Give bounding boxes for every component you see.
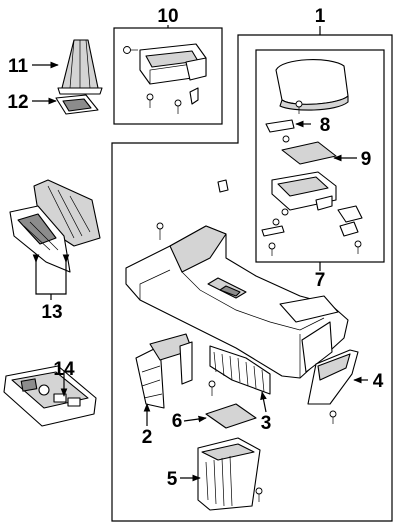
part-14-switch-panel bbox=[3, 365, 97, 427]
console-clip bbox=[217, 179, 229, 193]
callout-9: 9 bbox=[361, 149, 372, 170]
callout-3: 3 bbox=[261, 413, 272, 434]
part-2-bracket bbox=[135, 333, 193, 409]
grille-bolt bbox=[208, 380, 216, 396]
part-5-storage-box bbox=[197, 437, 263, 511]
part-10-storage-bin bbox=[123, 43, 207, 114]
callout-11: 11 bbox=[8, 56, 29, 77]
part-8-hinge bbox=[265, 119, 295, 143]
part-11-shift-boot bbox=[57, 39, 103, 95]
tray-bolt-3 bbox=[268, 242, 276, 256]
callout-1: 1 bbox=[315, 6, 326, 27]
callout-14: 14 bbox=[53, 359, 75, 380]
inner-bracket bbox=[337, 205, 363, 237]
part-9-pad bbox=[281, 141, 337, 165]
callout-2: 2 bbox=[142, 427, 153, 448]
bolt-10a bbox=[146, 93, 154, 108]
frame-assembly-1 bbox=[111, 34, 393, 522]
callout-8: 8 bbox=[320, 115, 331, 136]
inner-tray bbox=[271, 171, 337, 211]
callout-4: 4 bbox=[373, 371, 384, 392]
callout-numbers: 1 10 11 12 8 9 7 13 14 4 6 3 2 5 bbox=[7, 6, 383, 490]
box-bolt bbox=[255, 487, 263, 502]
armrest-lid bbox=[275, 59, 349, 111]
callout-13: 13 bbox=[41, 302, 62, 323]
callout-5: 5 bbox=[167, 469, 178, 490]
console-screw bbox=[156, 222, 164, 240]
part-12-tray bbox=[55, 94, 99, 115]
callout-7: 7 bbox=[315, 270, 326, 291]
tray-bolt-4 bbox=[354, 240, 362, 254]
tray-latch bbox=[261, 225, 285, 237]
callout-12: 12 bbox=[7, 92, 28, 113]
part-4-end-panel bbox=[307, 349, 359, 424]
tray-bolt-1 bbox=[281, 208, 289, 216]
center-console bbox=[125, 179, 349, 379]
tray-bolt-2 bbox=[272, 218, 280, 226]
end-panel-bolt bbox=[329, 410, 337, 424]
bolt-10b bbox=[174, 99, 182, 114]
armrest-bolt bbox=[295, 100, 303, 114]
part-3-grille-panel bbox=[208, 345, 271, 396]
part-6-pad bbox=[205, 403, 257, 429]
part-13-side-panels bbox=[9, 179, 101, 273]
callout-10: 10 bbox=[157, 6, 178, 27]
leader-lines bbox=[32, 25, 368, 482]
callout-6: 6 bbox=[172, 411, 183, 432]
